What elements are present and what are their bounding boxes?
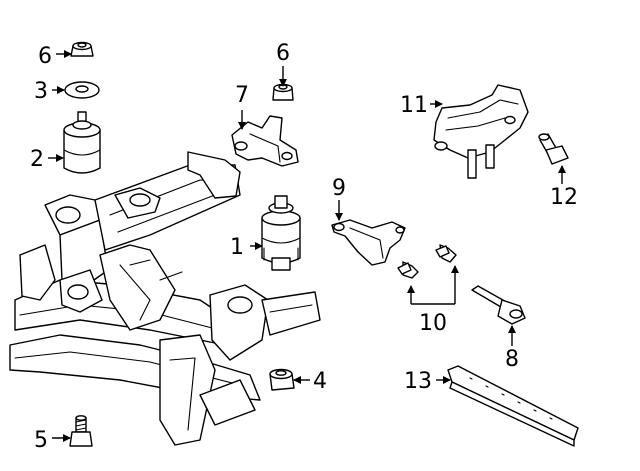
callout-8: 8	[505, 347, 519, 372]
nut-6-left[interactable]	[70, 41, 94, 57]
bolt-12[interactable]	[538, 133, 569, 165]
engine-mount-2[interactable]	[63, 111, 101, 174]
callout-7: 7	[235, 83, 249, 108]
callout-arrows	[48, 50, 566, 442]
callout-11: 11	[400, 93, 428, 118]
callout-12: 12	[550, 185, 578, 210]
subframe	[9, 151, 321, 446]
bolts-10[interactable]	[397, 244, 457, 279]
washer-3[interactable]	[64, 81, 100, 99]
callout-labels: 1 2 3 4 5 6 6 7 8 9 10 11 12 13	[30, 41, 578, 453]
reinforcement-13[interactable]	[447, 365, 579, 447]
transmission-mount-11[interactable]	[433, 84, 529, 179]
nut-6-center[interactable]	[272, 83, 294, 101]
callout-3: 3	[34, 79, 48, 104]
bolt-8[interactable]	[471, 285, 526, 325]
bracket-9[interactable]	[331, 219, 406, 266]
callout-2: 2	[30, 147, 44, 172]
callout-5: 5	[34, 428, 48, 453]
callout-13: 13	[404, 369, 432, 394]
nut-4[interactable]	[269, 368, 295, 391]
callout-6-center: 6	[276, 41, 290, 66]
bracket-7[interactable]	[231, 115, 299, 167]
callout-9: 9	[332, 176, 346, 201]
callout-10: 10	[419, 311, 447, 336]
callout-4: 4	[313, 369, 327, 394]
engine-mount-1[interactable]	[261, 195, 301, 271]
callout-6-left: 6	[38, 44, 52, 69]
bolt-5[interactable]	[69, 415, 93, 447]
callout-1: 1	[230, 235, 244, 260]
